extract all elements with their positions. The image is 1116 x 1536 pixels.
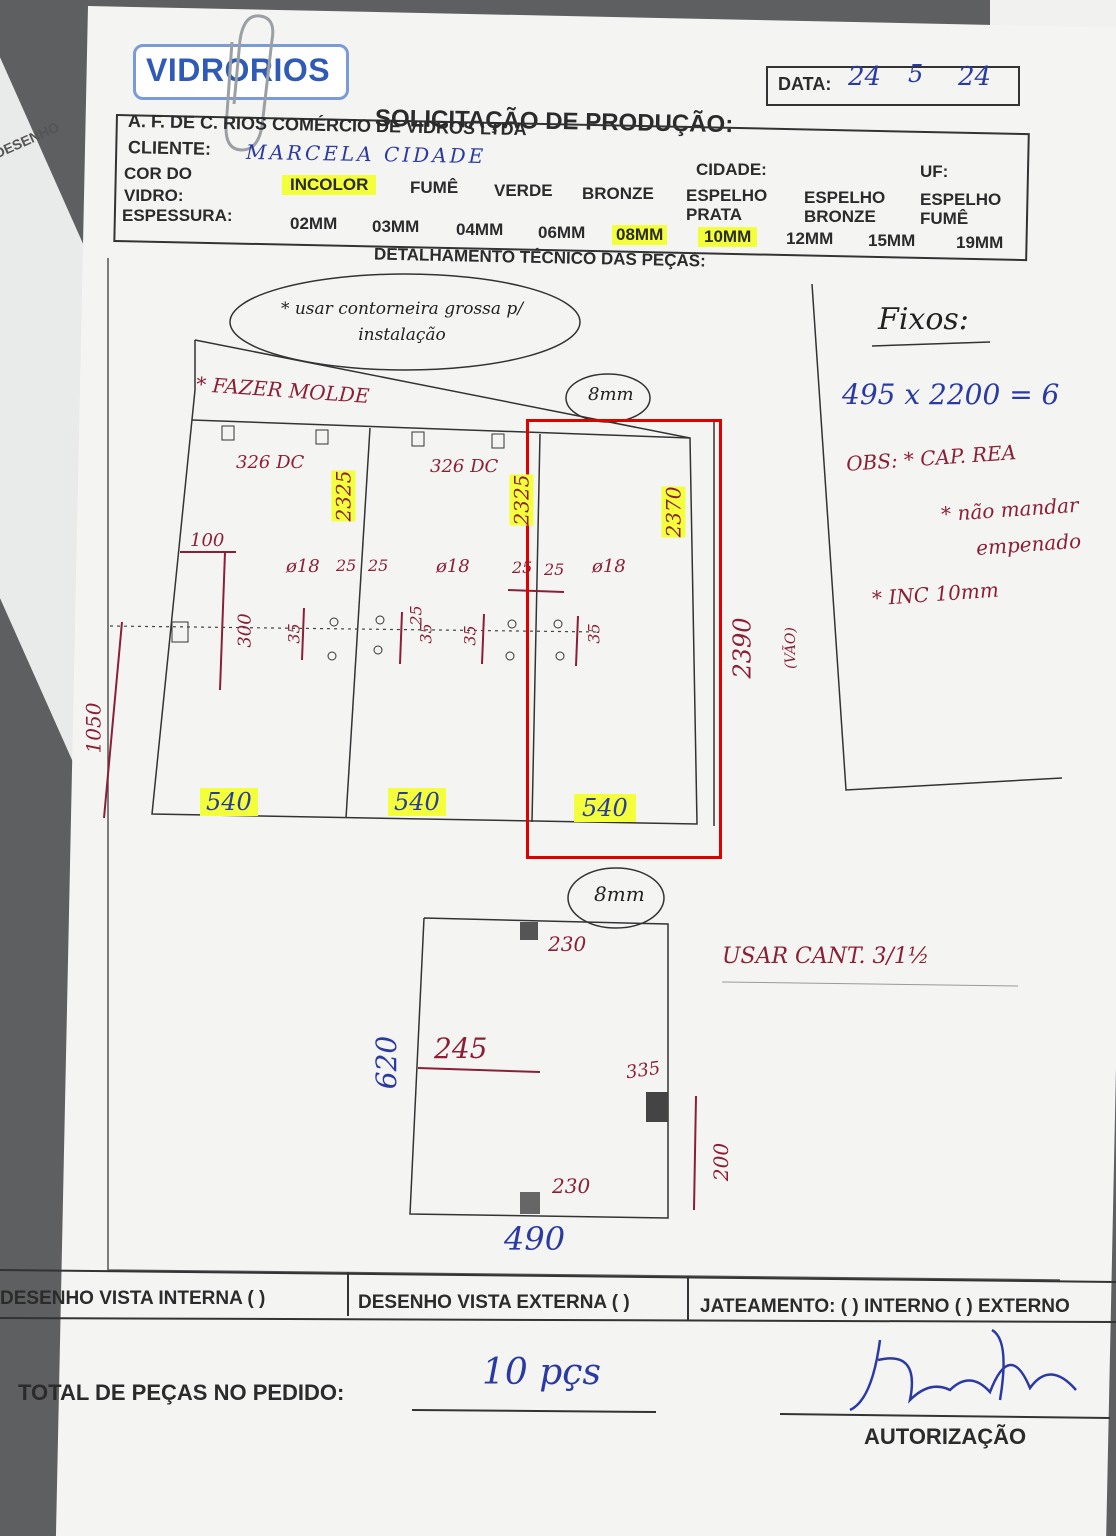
color-option-verde: VERDE — [494, 181, 553, 200]
spacing-1: 25 — [336, 556, 357, 575]
thickness-02mm: 02MM — [290, 214, 338, 233]
color-option-fume: FUMÊ — [410, 178, 459, 197]
color-option-espelho-prata: ESPELHO PRATA — [686, 186, 768, 224]
thickness-15mm: 15MM — [868, 231, 916, 250]
fixed-title: Fixos: — [878, 302, 969, 337]
thickness-06mm: 06MM — [538, 223, 586, 242]
bottom-hinge-label: 230 — [552, 1174, 591, 1198]
footer-sandblast: JATEAMENTO: ( ) INTERNO ( ) EXTERNO — [700, 1296, 1070, 1317]
vidrorios-logo — [133, 44, 349, 100]
hole-label-3: ø18 — [592, 556, 626, 577]
panel-width-2: 540 — [388, 788, 446, 816]
spacing-4: 25 — [544, 560, 565, 579]
thickness-label: ESPESSURA: — [122, 206, 233, 225]
date-box — [766, 66, 1020, 106]
spacing-2: 25 — [368, 556, 389, 575]
date-month: 5 — [908, 60, 924, 88]
color-option-incolor: INCOLOR — [282, 175, 377, 195]
date-day: 24 — [848, 62, 882, 92]
panel-width-3: 540 — [574, 794, 636, 822]
city-label: CIDADE: — [696, 160, 767, 179]
hole-label-2: ø18 — [436, 556, 470, 577]
cant-note: USAR CANT. 3/1½ — [722, 944, 930, 969]
total-pieces-label: TOTAL DE PEÇAS NO PEDIDO: — [18, 1380, 345, 1405]
offset-label: 100 — [190, 530, 225, 551]
gap-label-2: 326 DC — [430, 456, 499, 477]
footer-internal-view: DESENHO VISTA INTERNA ( ) — [0, 1288, 266, 1309]
authorization-label: AUTORIZAÇÃO — [864, 1424, 1027, 1449]
footer-external-view: DESENHO VISTA EXTERNA ( ) — [358, 1292, 630, 1313]
panel-width-1: 540 — [200, 788, 258, 816]
thickness-12mm: 12MM — [786, 229, 834, 248]
thickness-03mm: 03MM — [372, 217, 420, 236]
color-option-espelho-bronze: ESPELHO BRONZE — [804, 188, 886, 226]
color-option-espelho-fume: ESPELHO FUMÊ — [920, 190, 1002, 228]
color-option-bronze: BRONZE — [582, 184, 654, 203]
selection-highlight-box — [526, 419, 722, 859]
date-label: DATA: — [778, 74, 832, 94]
glass-color-label-1: COR DO — [124, 164, 192, 183]
thickness-10mm: 10MM — [698, 227, 758, 247]
top-hinge-label: 230 — [548, 932, 587, 956]
hole-label-1: ø18 — [286, 556, 320, 577]
uf-label: UF: — [920, 162, 949, 181]
thickness-04mm: 04MM — [456, 220, 504, 239]
thickness-08mm: 08MM — [612, 225, 668, 245]
width-490-label: 490 — [504, 1220, 566, 1258]
spacing-3: 25 — [512, 558, 533, 577]
gap-label-1: 326 DC — [236, 452, 305, 473]
inner-245-label: 245 — [434, 1032, 488, 1065]
fixed-size: 495 x 2200 = 6 — [842, 378, 1060, 411]
note-contour: * usar contorneira grossa p/ instalação — [280, 299, 524, 345]
thickness-19mm: 19MM — [956, 233, 1004, 252]
total-pieces-value: 10 pçs — [482, 1352, 601, 1393]
note-thickness-top: 8mm — [588, 384, 634, 405]
date-year: 24 — [958, 62, 992, 92]
note-thickness-bottom: 8mm — [594, 882, 645, 906]
glass-color-label-2: VIDRO: — [124, 186, 184, 205]
